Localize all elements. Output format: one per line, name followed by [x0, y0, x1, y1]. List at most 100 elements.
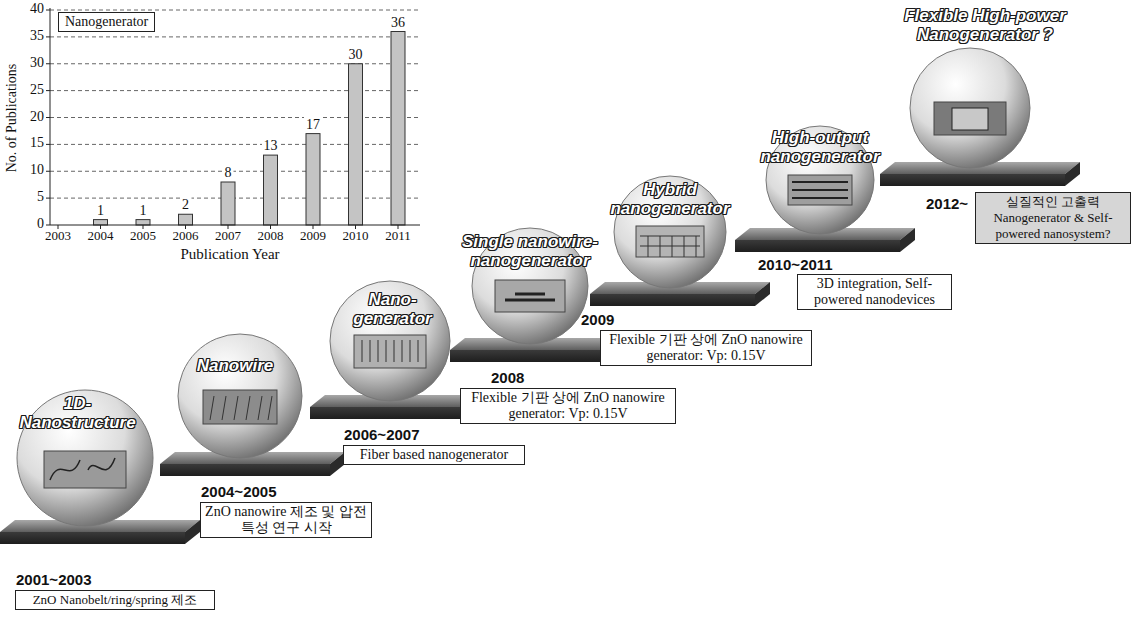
- year-label: 2009: [291, 229, 335, 244]
- drawing-rect: [0, 532, 185, 544]
- drawing-rect: [590, 294, 755, 306]
- stage-title: Single nanowire- nanogenerator: [440, 232, 620, 270]
- bar-value: 8: [223, 165, 234, 181]
- axis-tick-label: 0: [16, 216, 44, 232]
- drawing-rect: [880, 174, 1065, 186]
- axis-title: No. of Publications: [4, 64, 20, 173]
- year-label: 2006~2007: [344, 426, 420, 443]
- drawing-circle: [330, 281, 450, 401]
- milestone-text: ZnO Nanobelt/ring/spring 제조: [20, 592, 210, 608]
- drawing-path: [505, 294, 555, 300]
- year-label: 2009: [581, 311, 614, 328]
- drawing-rect: [636, 226, 704, 257]
- bar-chart: [46, 8, 420, 229]
- milestone-box: 2004~2005ZnO nanowire 제조 및 압전 특성 연구 시작: [200, 502, 372, 538]
- drawing-polygon: [1065, 162, 1080, 186]
- drawing-path: [50, 458, 115, 480]
- milestone-box: 2006~2007Fiber based nanogenerator: [343, 445, 525, 465]
- drawing-line: [50, 144, 420, 145]
- drawing-rect: [221, 182, 235, 225]
- drawing-rect: [934, 102, 1006, 135]
- drawing-path: [640, 236, 700, 257]
- axis-tick-label: 5: [16, 189, 44, 205]
- y-axis: [50, 8, 51, 225]
- drawing-polygon: [900, 228, 915, 252]
- bar-value: 17: [304, 117, 322, 133]
- staircase: [0, 162, 1080, 544]
- milestone-box: 2009Flexible 기판 상에 ZnO nanowire generato…: [600, 330, 812, 366]
- drawing-path: [362, 340, 418, 362]
- drawing-polygon: [755, 282, 770, 306]
- drawing-rect: [788, 175, 852, 205]
- legend-box: Nanogenerator: [58, 12, 155, 32]
- year-label: 2008: [491, 369, 524, 386]
- drawing-line: [50, 117, 420, 118]
- year-label: 2007: [206, 229, 250, 244]
- drawing-rect: [735, 240, 900, 252]
- grid-lines: [50, 10, 420, 198]
- stage-title: Nano- generator: [345, 290, 440, 328]
- stage-title: High-output nanogenerator: [745, 128, 895, 166]
- drawing-rect: [354, 335, 426, 368]
- stage-title: Hybrid nanogenerator: [600, 180, 740, 218]
- drawing-line: [50, 36, 420, 37]
- drawing-polygon: [185, 520, 200, 544]
- milestone-text: Fiber based nanogenerator: [348, 447, 520, 463]
- year-label: 2012~: [926, 195, 968, 212]
- bar-value: 1: [138, 203, 149, 219]
- drawing-rect: [450, 350, 610, 362]
- bar-value: 36: [389, 15, 407, 31]
- milestone-text: Flexible 기판 상에 ZnO nanowire generator: V…: [605, 332, 807, 364]
- drawing-rect: [136, 220, 150, 225]
- axis-tick-label: 40: [16, 1, 44, 17]
- x-axis: [50, 225, 420, 226]
- bar-value: 1: [95, 203, 106, 219]
- milestone-box: 2012~실질적인 고출력 Nanogenerator & Self-power…: [975, 192, 1131, 244]
- drawing-path: [210, 396, 272, 420]
- axis-tick-label: 15: [16, 135, 44, 151]
- year-label: 2011: [376, 229, 420, 244]
- drawing-line: [50, 90, 420, 91]
- drawing-circle: [910, 48, 1030, 168]
- year-label: 2004~2005: [201, 483, 277, 500]
- milestone-box: 2001~2003ZnO Nanobelt/ring/spring 제조: [15, 590, 215, 610]
- year-label: 2008: [249, 229, 293, 244]
- year-label: 2004: [79, 229, 123, 244]
- axis-tick-label: 30: [16, 55, 44, 71]
- year-label: 2005: [121, 229, 165, 244]
- drawing-rect: [160, 464, 330, 476]
- axis-tick-label: 25: [16, 82, 44, 98]
- milestone-box: 2008Flexible 기판 상에 ZnO nanowire generato…: [460, 388, 676, 424]
- spheres: [17, 48, 1030, 526]
- milestone-text: 3D integration, Self-powered nanodevices: [802, 276, 947, 308]
- year-label: 2003: [36, 229, 80, 244]
- stage-title: Nanowire: [180, 356, 290, 375]
- drawing-line: [50, 171, 420, 172]
- axis-tick-label: 20: [16, 109, 44, 125]
- drawing-rect: [310, 407, 470, 419]
- stage-title: Flexible High-power Nanogenerator ?: [870, 6, 1100, 44]
- drawing-rect: [264, 155, 278, 225]
- drawing-line: [50, 63, 420, 64]
- year-label: 2010: [334, 229, 378, 244]
- axis-tick-label: 10: [16, 162, 44, 178]
- legend-text: Nanogenerator: [65, 14, 148, 30]
- drawing-line: [50, 10, 420, 11]
- axis-title: Publication Year: [180, 246, 279, 263]
- year-label: 2010~2011: [758, 256, 833, 273]
- drawing-rect: [391, 32, 405, 226]
- axis-tick-label: 35: [16, 28, 44, 44]
- bar-value: 13: [262, 138, 280, 154]
- milestone-text: ZnO nanowire 제조 및 압전 특성 연구 시작: [205, 504, 367, 536]
- bars: [94, 32, 406, 226]
- bar-value: 2: [180, 197, 191, 213]
- drawing-rect: [495, 280, 565, 312]
- drawing-rect: [306, 134, 320, 225]
- milestone-text: Flexible 기판 상에 ZnO nanowire generator: V…: [465, 390, 671, 422]
- drawing-rect: [952, 108, 988, 130]
- year-label: 2001~2003: [16, 571, 92, 588]
- milestone-box: 2010~20113D integration, Self-powered na…: [797, 274, 952, 310]
- drawing-rect: [203, 390, 277, 424]
